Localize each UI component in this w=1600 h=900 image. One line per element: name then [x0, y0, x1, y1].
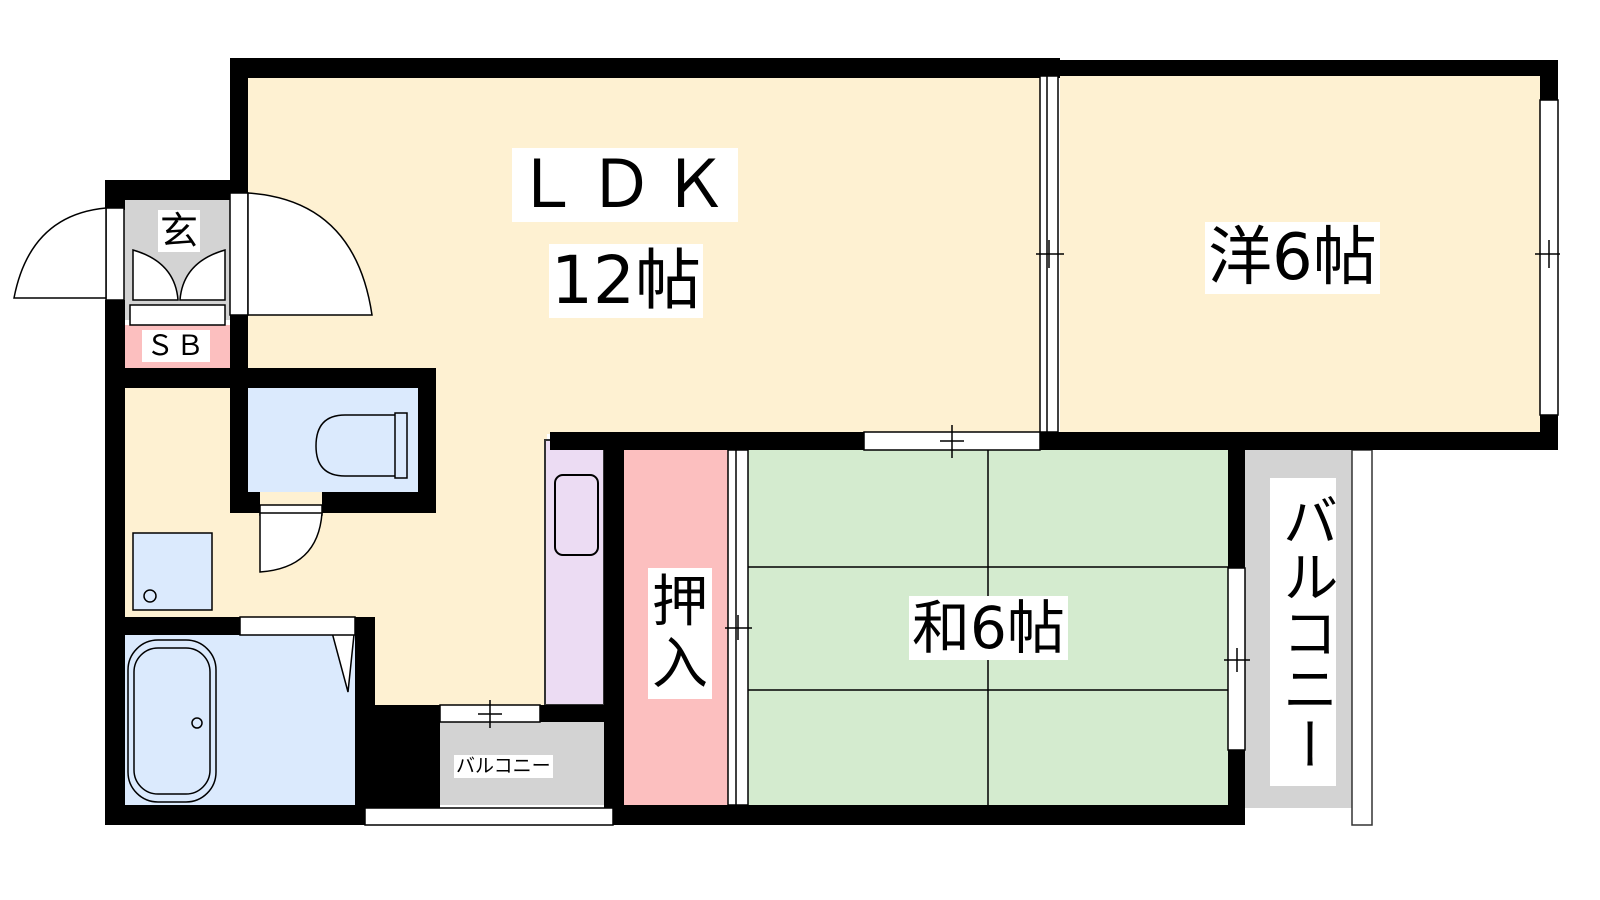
bathtub	[127, 639, 217, 803]
toilet-tank	[394, 412, 408, 479]
ldk-name-label: ＬＤＫ	[512, 146, 738, 223]
doors	[13, 192, 373, 573]
sink	[554, 474, 599, 556]
drain-icon	[143, 589, 157, 603]
bath-drain-icon	[191, 717, 203, 729]
kitchen-counter	[544, 439, 605, 706]
western-room-label: 洋6帖	[1205, 222, 1380, 294]
balcony-right-rail	[1351, 449, 1373, 826]
shoebox-label: ＳＢ	[142, 330, 211, 362]
japanese-room-label: 和6帖	[909, 596, 1068, 660]
entrance-label: 玄	[158, 209, 201, 253]
bathtub-inner	[133, 647, 211, 795]
window-ticks	[478, 76, 1560, 805]
walls	[105, 58, 1558, 825]
bath-floor	[125, 635, 355, 805]
toilet-bowl	[315, 414, 395, 477]
ldk-size-label: 12帖	[549, 242, 703, 319]
closet-label: 押入	[648, 568, 712, 700]
washer-pan	[132, 532, 213, 611]
balcony-small-label: バルコニー	[454, 755, 553, 778]
balcony-right-label: バルコニー	[1270, 478, 1338, 786]
